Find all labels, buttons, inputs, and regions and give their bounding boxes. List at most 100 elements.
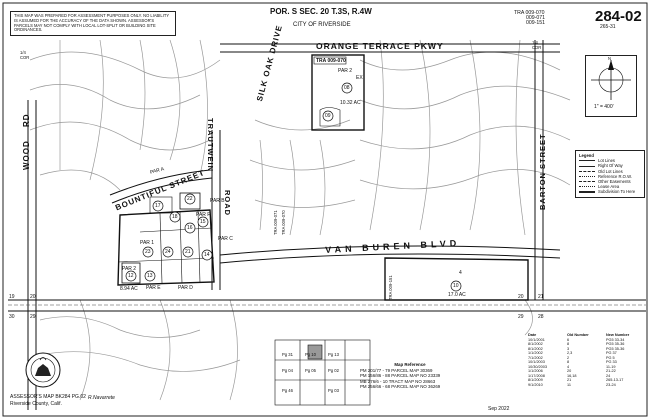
parcel-23: 23 [145, 249, 151, 255]
parcel-09: 09 [325, 113, 331, 119]
parcel-13: 13 [147, 273, 153, 279]
index-cell: Pg 04 [282, 368, 293, 373]
tra-box-label: TRA 009-070 [316, 58, 346, 64]
county-seal [25, 352, 61, 388]
parcel-16: 16 [187, 225, 193, 231]
street-barton: BARTON STREET [538, 133, 547, 210]
tra-vertical-2: TRA 009-070 [281, 210, 286, 235]
legend-item: Reference R.O.W. [579, 174, 641, 179]
legend-item: Right Of Way [579, 163, 641, 168]
section-30: 30 [9, 314, 15, 320]
page-number: 284-02 [595, 8, 642, 25]
parcel-21: 21 [185, 249, 191, 255]
footer-date: Sep 2022 [488, 406, 510, 412]
parcel-17: 17 [155, 203, 161, 209]
section-29-left: 29 [30, 314, 36, 320]
tra-vertical-1: TRA 009-071 [273, 210, 278, 235]
parcel-par1: PAR 1 [140, 240, 155, 246]
street-orange-terrace: ORANGE TERRACE PKWY [316, 41, 444, 51]
index-cell: Pg 13 [328, 352, 339, 357]
parcel-par-e: PAR E [146, 285, 161, 291]
north-label: N [608, 56, 612, 61]
section-21: 21 [538, 294, 544, 300]
map-scale: 1" = 400' [594, 104, 614, 110]
legend-box: Legend Lot Lines Right Of Way Old Lot Li… [575, 150, 645, 198]
legend-title: Legend [579, 153, 594, 158]
street-trautwein: TRAUTWEIN [206, 118, 215, 172]
legend-item: Lot Lines [579, 158, 641, 163]
index-cell: Pg 02 [328, 368, 339, 373]
parcel-par-c: PAR C [218, 236, 233, 242]
acreage-top: 10.32 AC [340, 100, 361, 106]
parcel-block-south-left [117, 192, 215, 286]
index-cell: Pg 46 [282, 388, 293, 393]
map-reference-line: PM 156/86 - 88 PARCEL MAP NO 23339 [360, 373, 441, 379]
parcel-10: 10 [453, 283, 459, 289]
map-reference-title: Map Reference [394, 362, 426, 367]
parcel-08: 08 [344, 85, 350, 91]
tra-vertical-3: TRA 009-151 [388, 275, 393, 300]
exempt-label: EX [356, 75, 363, 81]
index-key-map [274, 339, 371, 406]
city-label: CITY OF RIVERSIDE [293, 22, 351, 28]
index-cell: Pg 05 [305, 368, 316, 373]
quarter-corner-left: 1/4 COR [20, 50, 30, 60]
parcel-par-f: PAR F [196, 212, 211, 218]
legend-item: Old Lot Lines [579, 169, 641, 174]
legend-item: Subdivision To Here [579, 189, 641, 194]
parcel-4: 4 [459, 270, 462, 276]
footer-author: R.Navarrete [88, 395, 115, 401]
section-29-right: 29 [518, 314, 524, 320]
index-cell: Pg 10 [305, 352, 316, 357]
parcel-block-south-right [384, 257, 529, 301]
parcel-18: 18 [172, 214, 178, 220]
tra-list: TRA 009-070 009-071 009-151 [514, 10, 546, 26]
parcel-12: 12 [128, 273, 134, 279]
subdivision-streets [29, 39, 571, 401]
page-sub: 265-31 [600, 24, 616, 30]
section-28: 28 [538, 314, 544, 320]
street-wood: WOOD [22, 140, 31, 170]
parcel-par-b: PAR B [210, 198, 225, 204]
parcel-22: 22 [187, 196, 193, 202]
index-cell: Pg 03 [328, 388, 339, 393]
footer-book: ASSESSOR'S MAP BK284 PG.02 [10, 394, 86, 400]
north-arrow-box: N 1" = 400' [585, 55, 637, 117]
legend-item: Lease Area [579, 184, 641, 189]
compass-rose-icon [591, 60, 631, 100]
parcel-par-d: PAR D [178, 285, 193, 291]
acreage-right: 17.0 AC [448, 292, 466, 298]
major-roads [8, 40, 646, 410]
street-rd: RD [22, 113, 31, 127]
footer-county: Riverside County, Calif. [10, 401, 62, 407]
section-19: 19 [9, 294, 15, 300]
parcel-markers [125, 82, 462, 292]
parcel-15: 15 [200, 219, 206, 225]
legend-item: Other Easements [579, 179, 641, 184]
parcel-24: 24 [165, 249, 171, 255]
parcel-block-north [311, 54, 365, 131]
map-reference-line: MB 276/6 - 10 TRACT MAP NO 28663 [360, 378, 436, 384]
section-title: POR. S SEC. 20 T.3S, R.4W [270, 7, 372, 16]
quarter-corner-right: 1/4 COR [532, 40, 542, 50]
parcel-par2: PAR 2 [122, 266, 137, 272]
parcel-par2-top: PAR 2 [338, 68, 353, 74]
map-reference-line: PM 256/66 - 68 PARCEL MAP NO 36269 [360, 384, 441, 390]
index-cell: Pg 31 [282, 352, 293, 357]
section-20-left: 20 [30, 294, 36, 300]
disclaimer-box: This map was prepared for assessment pur… [10, 11, 176, 37]
section-20-right: 20 [518, 294, 524, 300]
map-reference: Map Reference PM 201/77 - 79 PARCEL MAP … [300, 362, 515, 390]
